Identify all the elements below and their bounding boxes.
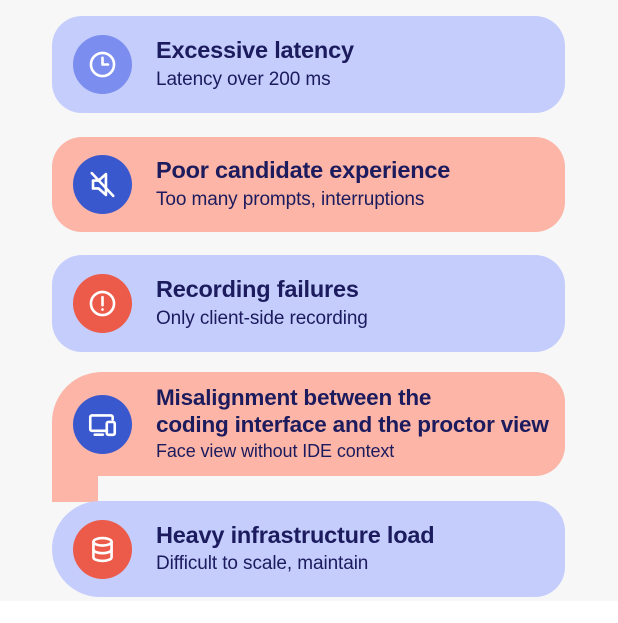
cards-canvas: Excessive latency Latency over 200 ms Po…: [52, 16, 565, 597]
card-text-block: Poor candidate experience Too many promp…: [156, 157, 460, 211]
issue-card-excessive-latency[interactable]: Excessive latency Latency over 200 ms: [52, 16, 565, 113]
clock-icon: [73, 35, 132, 94]
volume-mute-icon: [73, 155, 132, 214]
card-text-block: Misalignment between the coding interfac…: [156, 385, 559, 463]
devices-icon: [73, 394, 132, 454]
issue-card-recording-failures[interactable]: Recording failures Only client-side reco…: [52, 255, 565, 352]
card-title: Misalignment between the coding interfac…: [156, 385, 549, 437]
issue-card-heavy-infrastructure-load[interactable]: Heavy infrastructure load Difficult to s…: [52, 501, 565, 597]
card-subtitle: Only client-side recording: [156, 307, 368, 329]
card-title: Heavy infrastructure load: [156, 521, 435, 548]
issue-card-poor-candidate-experience[interactable]: Poor candidate experience Too many promp…: [52, 137, 565, 232]
card-text-block: Recording failures Only client-side reco…: [156, 276, 378, 330]
card-title: Poor candidate experience: [156, 157, 451, 184]
card-title: Excessive latency: [156, 37, 354, 64]
issue-card-misalignment[interactable]: Misalignment between the coding interfac…: [52, 372, 565, 502]
card-subtitle: Latency over 200 ms: [156, 68, 331, 90]
card-subtitle: Face view without IDE context: [156, 441, 395, 462]
card-title: Recording failures: [156, 276, 359, 303]
alert-circle-icon: [73, 274, 132, 333]
card-text-block: Excessive latency Latency over 200 ms: [156, 37, 364, 91]
card-text-block: Heavy infrastructure load Difficult to s…: [156, 522, 444, 576]
card-subtitle: Too many prompts, interruptions: [156, 188, 425, 210]
card-subtitle: Difficult to scale, maintain: [156, 553, 369, 575]
database-icon: [73, 519, 132, 579]
bubble-tail: [52, 476, 98, 502]
